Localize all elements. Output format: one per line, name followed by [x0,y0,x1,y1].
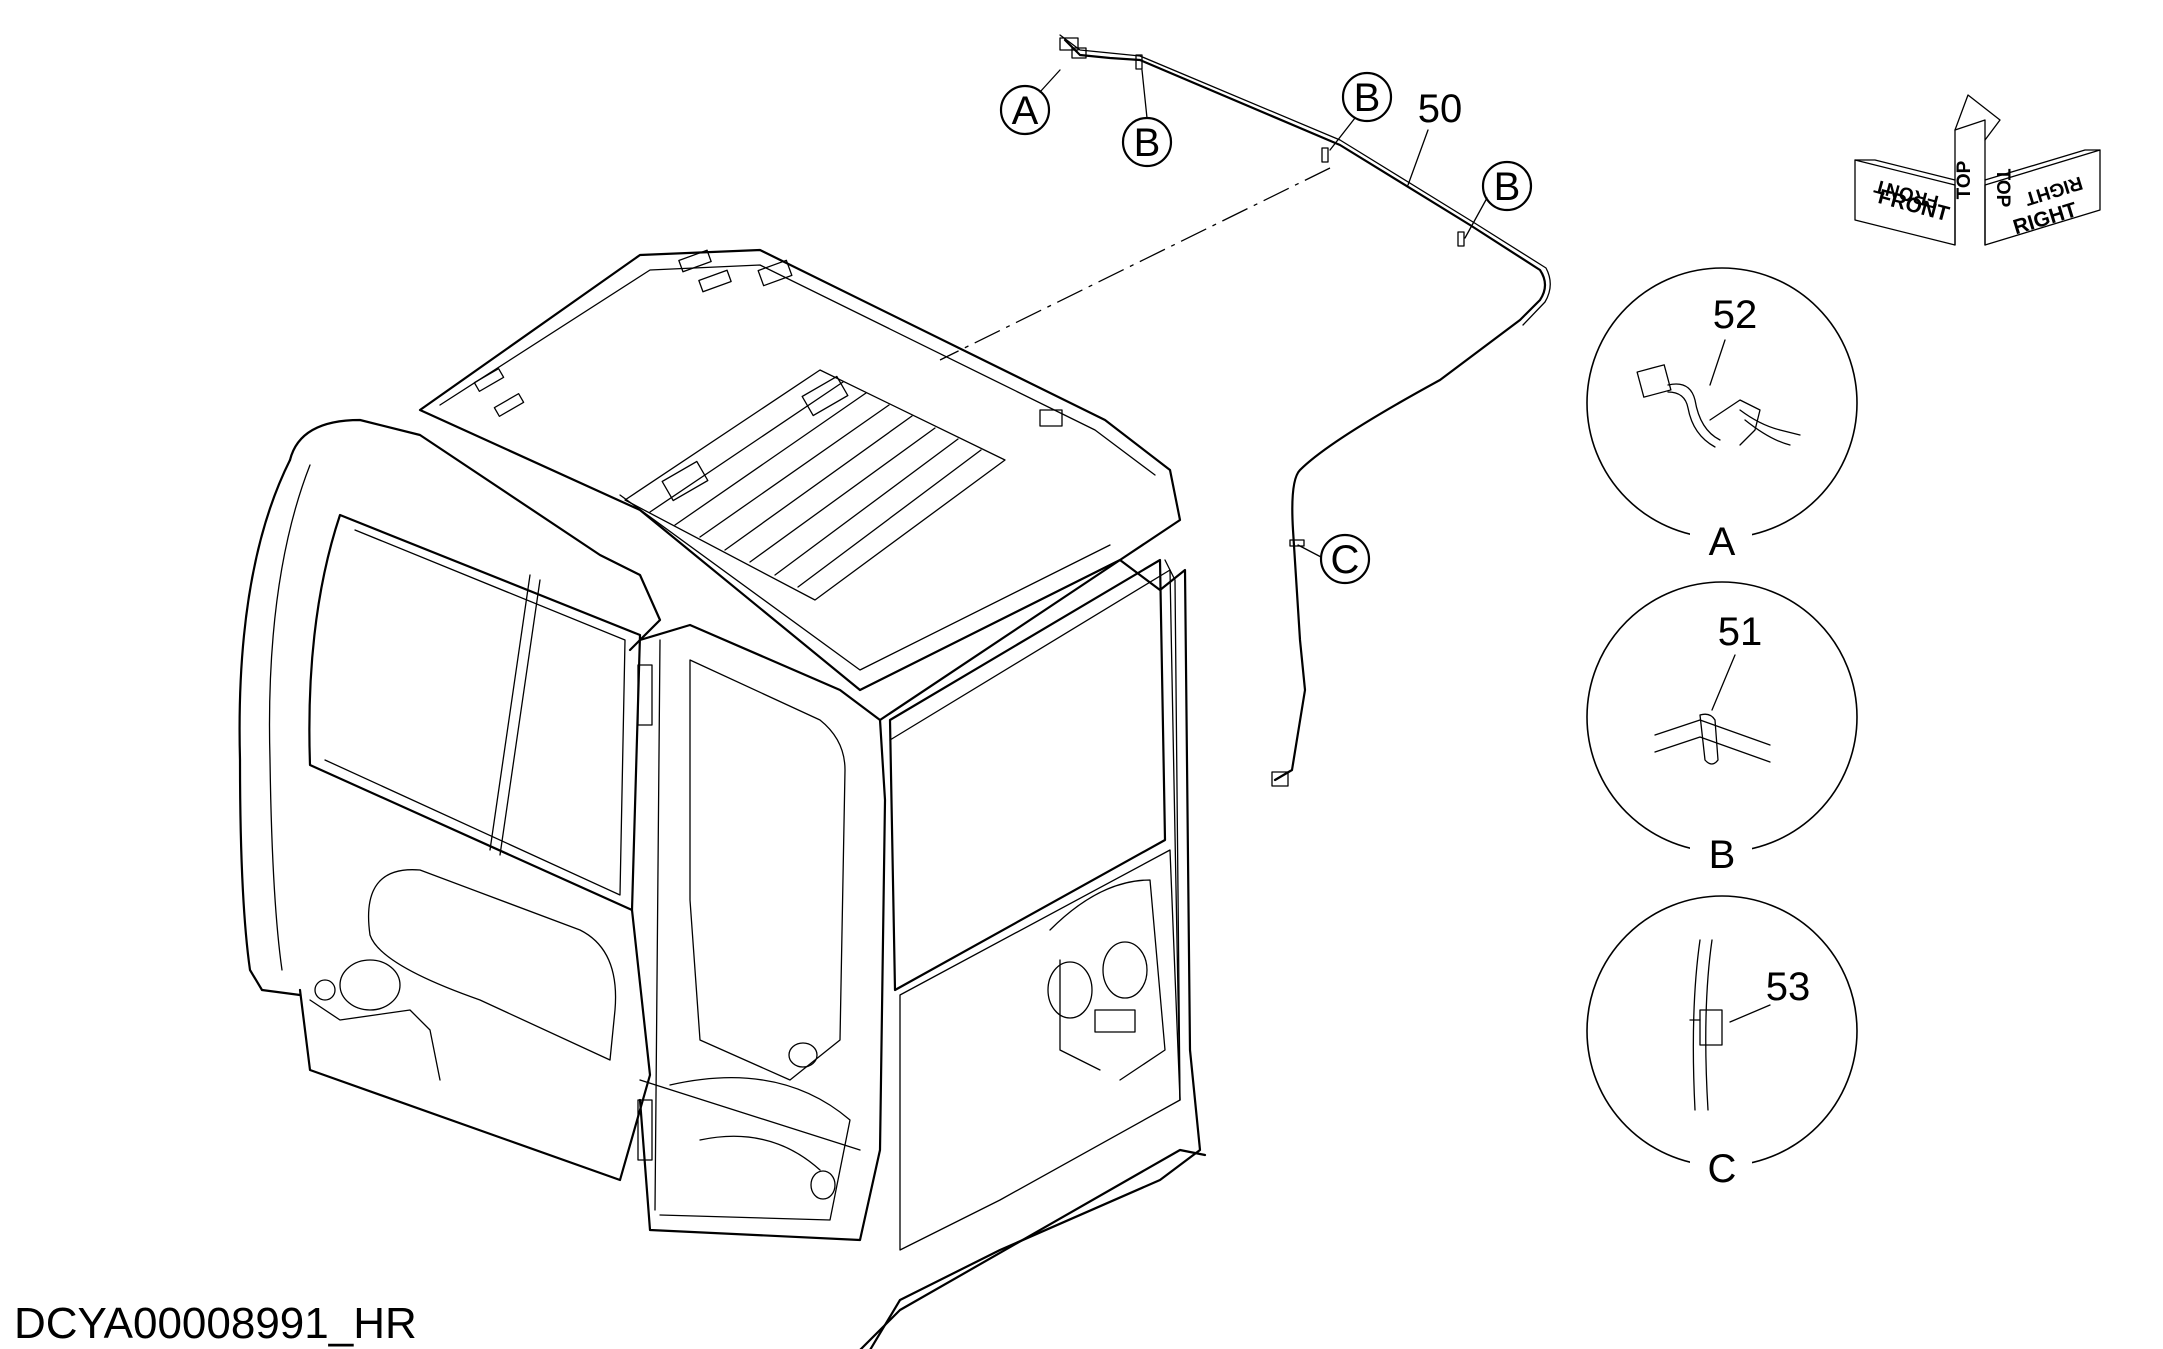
svg-text:A: A [1709,520,1736,564]
svg-text:53: 53 [1766,965,1811,1009]
callout-b-main-3: B [1464,160,1533,239]
detail-view-a: A 52 [1586,267,1858,564]
callout-b-main-1: B [1121,69,1173,168]
tie-53 [1689,939,1723,1111]
svg-text:TOP: TOP [1954,160,1975,199]
clamp-51 [1654,713,1771,765]
callout-a-main: A [999,69,1061,136]
svg-text:A: A [1012,89,1039,133]
svg-text:B: B [1134,121,1161,165]
svg-text:50: 50 [1418,87,1463,131]
svg-text:51: 51 [1718,610,1763,654]
part-label-50: 50 [1407,87,1463,186]
svg-text:B: B [1709,833,1736,877]
svg-text:B: B [1354,76,1381,120]
svg-text:C: C [1708,1147,1737,1191]
callout-b-main-2: B [1329,71,1393,151]
callout-c-main: C [1297,533,1371,585]
roof-hatch-ribs [649,381,982,588]
svg-text:B: B [1494,165,1521,209]
svg-text:52: 52 [1713,293,1758,337]
orientation-indicator-icon: FRONT FRONT TOP TOP RIGHT RIGHT [1854,94,2101,246]
svg-text:TOP: TOP [1992,169,2013,208]
assembly-centerline [939,167,1331,361]
wire-harness-50 [1059,34,1551,787]
detail-view-c: C 53 [1586,895,1858,1191]
drawing-code: DCYA00008991_HR [14,1299,417,1348]
connector-52 [1636,364,1801,448]
svg-text:C: C [1331,538,1360,582]
detail-view-b: B 51 [1586,581,1858,877]
operator-cab [238,248,1207,1349]
